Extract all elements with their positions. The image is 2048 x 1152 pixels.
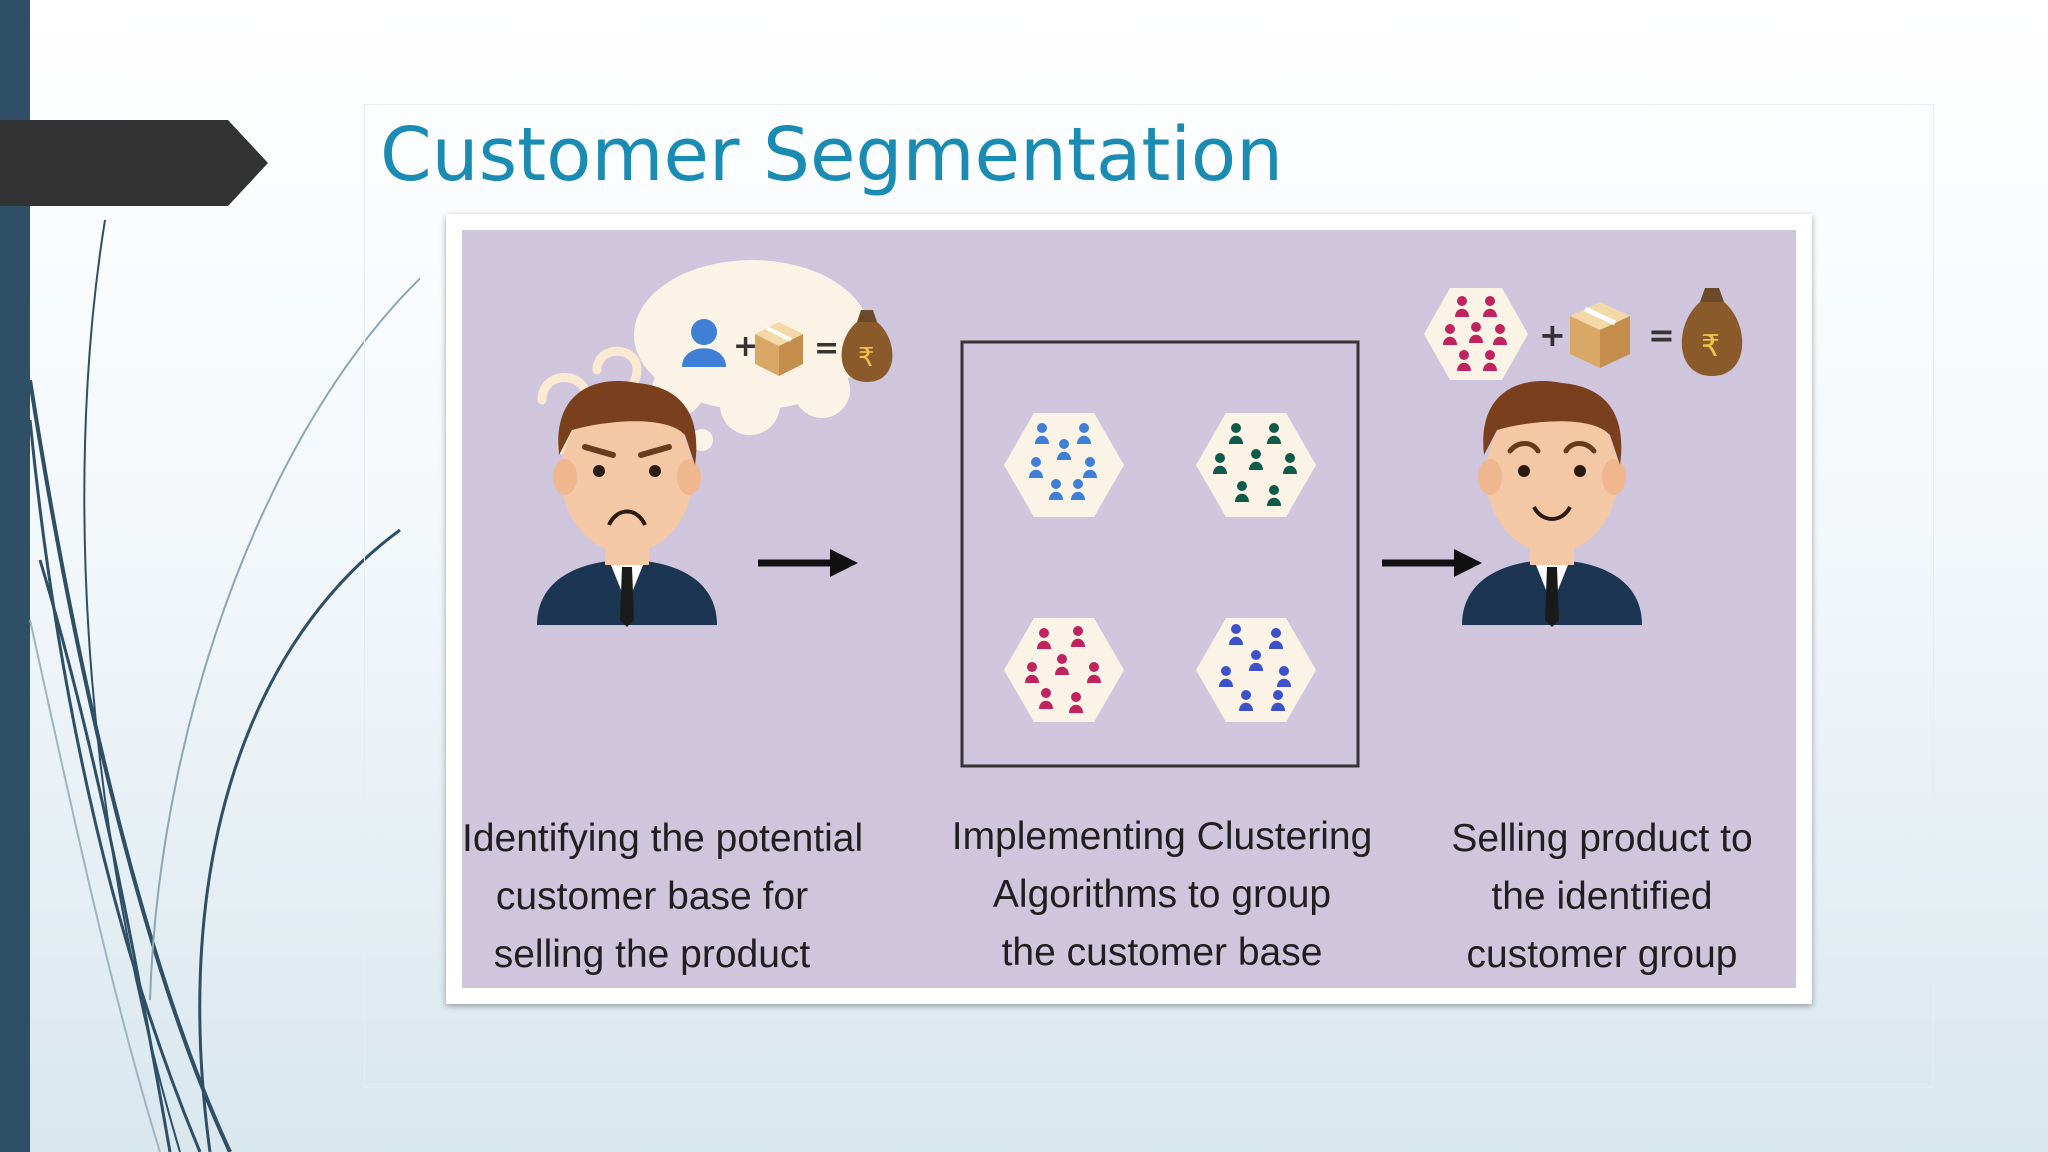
people-cluster-icon (1004, 413, 1124, 517)
title-tab-arrow (0, 120, 268, 206)
slide-title: Customer Segmentation (380, 112, 1284, 198)
thought-currency: ₹ (858, 343, 875, 373)
result-equals: = (1648, 316, 1675, 354)
step-1-caption-line-3: selling the product (493, 933, 811, 976)
step-3-caption: Selling product to the identified custom… (1412, 810, 1792, 984)
step-1-caption: Identifying the potential customer base … (462, 810, 864, 984)
clustering-box (960, 340, 1360, 768)
diagram-picture-frame: + = ₹ (446, 214, 1812, 1004)
people-cluster-icon (1424, 288, 1528, 380)
segmentation-diagram: + = ₹ (462, 230, 1796, 988)
worried-man-figure (537, 381, 717, 627)
step-2-caption-line-3: the customer base (1001, 931, 1323, 974)
thought-equals: = (814, 331, 839, 366)
happy-man-figure (1462, 381, 1642, 627)
person-icon (682, 319, 726, 367)
thought-plus: + (733, 329, 758, 364)
step-2-caption: Implementing Clustering Algorithms to gr… (942, 808, 1382, 982)
step-3-caption-line-1: Selling product to (1451, 817, 1753, 860)
arrow-right-icon (1382, 549, 1482, 577)
content-placeholder-frame (364, 104, 1934, 1088)
step-2-caption-line-2: Algorithms to group (992, 873, 1332, 916)
people-cluster-icon (1196, 413, 1316, 517)
step-2-caption-line-1: Implementing Clustering (951, 815, 1373, 858)
people-cluster-icon (1196, 618, 1316, 722)
step-3-caption-line-3: customer group (1466, 933, 1738, 976)
money-bag-icon: ₹ (1681, 288, 1743, 376)
step-1-caption-line-1: Identifying the potential (462, 817, 864, 860)
box-icon (1570, 302, 1630, 368)
step-1-caption-line-2: customer base for (495, 875, 809, 918)
result-currency: ₹ (1701, 329, 1720, 364)
thought-bubble (634, 260, 870, 489)
decorative-curves (28, 219, 420, 1152)
money-bag-icon: ₹ (841, 310, 893, 382)
step-3-caption-line-2: the identified (1491, 875, 1713, 918)
arrow-right-icon (758, 549, 858, 577)
result-plus: + (1539, 316, 1566, 354)
box-icon (755, 322, 803, 376)
people-cluster-icon (1004, 618, 1124, 722)
